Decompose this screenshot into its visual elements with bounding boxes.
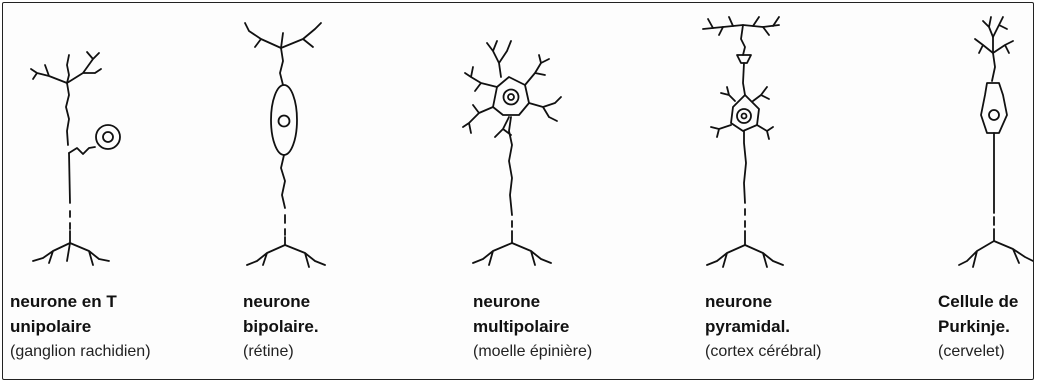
purkinje-cell-drawing	[959, 17, 1033, 267]
label-multipolar-neuron: neurone multipolaire (moelle épinière)	[473, 289, 592, 364]
label-purkinje-cell: Cellule de Purkinje. (cervelet)	[938, 289, 1018, 364]
bipolar-neuron-name-line1: neurone	[243, 289, 319, 314]
multipolar-neuron-location: (moelle épinière)	[473, 339, 592, 364]
bipolar-neuron-name-line2: bipolaire.	[243, 314, 319, 339]
bipolar-neuron-location: (rétine)	[243, 339, 319, 364]
figure-frame: neurone en T unipolaire (ganglion rachid…	[2, 2, 1034, 380]
multipolar-neuron-name-line1: neurone	[473, 289, 592, 314]
t-neuron-name-line2: unipolaire	[10, 314, 151, 339]
label-bipolar-neuron: neurone bipolaire. (rétine)	[243, 289, 319, 364]
purkinje-cell-name-line1: Cellule de	[938, 289, 1018, 314]
bipolar-neuron-drawing	[245, 23, 325, 267]
pyramidal-neuron-name-line1: neurone	[705, 289, 821, 314]
label-pyramidal-neuron: neurone pyramidal. (cortex cérébral)	[705, 289, 821, 364]
label-t-neuron: neurone en T unipolaire (ganglion rachid…	[10, 289, 151, 364]
pyramidal-neuron-name-line2: pyramidal.	[705, 314, 821, 339]
t-neuron-name-line1: neurone en T	[10, 289, 151, 314]
t-neuron-drawing	[31, 52, 120, 265]
multipolar-neuron-drawing	[463, 41, 561, 265]
t-neuron-location: (ganglion rachidien)	[10, 339, 151, 364]
purkinje-cell-name-line2: Purkinje.	[938, 314, 1018, 339]
pyramidal-neuron-location: (cortex cérébral)	[705, 339, 821, 364]
purkinje-cell-location: (cervelet)	[938, 339, 1018, 364]
pyramidal-neuron-drawing	[703, 17, 783, 267]
multipolar-neuron-name-line2: multipolaire	[473, 314, 592, 339]
